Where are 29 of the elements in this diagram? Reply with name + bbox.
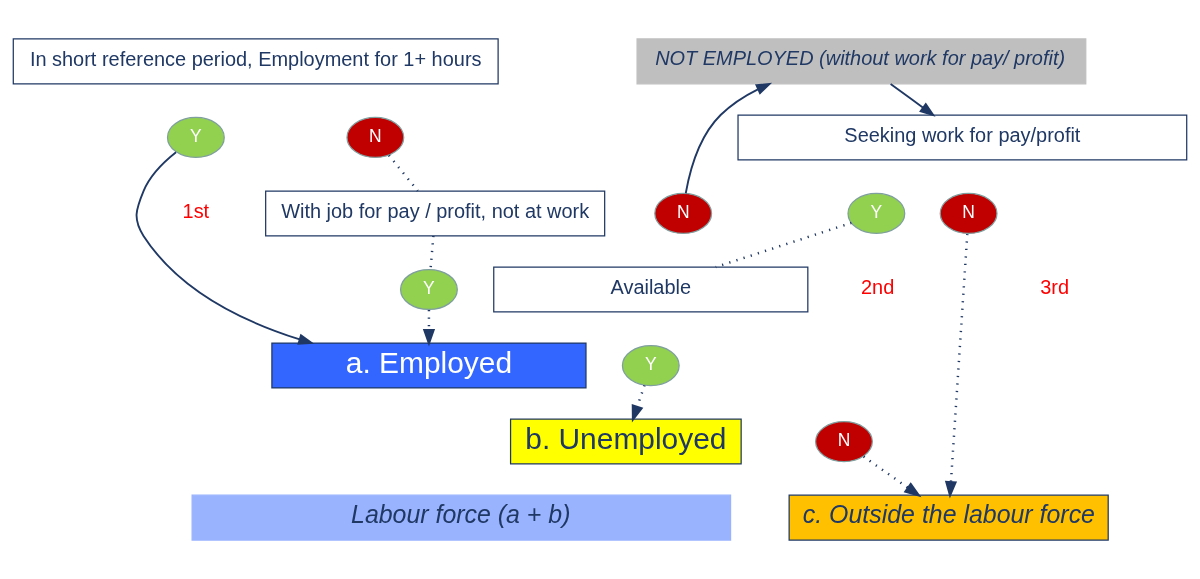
connector	[387, 154, 419, 192]
arrow	[944, 233, 969, 499]
node-box: b. Unemployed	[509, 418, 742, 465]
node-ellipse: Y	[399, 268, 458, 311]
node-box: NOT EMPLOYED (without work for pay/ profit)	[636, 38, 1087, 85]
node-box: In short reference period, Employment for 1+ hours	[12, 38, 499, 85]
node-ellipse: N	[346, 116, 405, 159]
label: 1st	[182, 200, 210, 223]
node-ellipse: N	[814, 420, 873, 463]
node-box: With job for pay / profit, not at work	[265, 190, 606, 237]
arrow	[422, 310, 436, 347]
label: 3rd	[1040, 276, 1070, 299]
node-box: Available	[493, 266, 809, 313]
node-box: a. Employed	[271, 342, 587, 389]
connector	[429, 235, 435, 269]
node-box: Labour force (a + b)	[191, 494, 732, 541]
arrow	[862, 455, 922, 498]
arrow	[135, 151, 315, 345]
label: 2nd	[860, 276, 895, 299]
node-ellipse: Y	[847, 192, 906, 235]
node-ellipse: N	[654, 192, 713, 235]
node-box: c. Outside the labour force	[788, 494, 1109, 541]
node-box: Seeking work for pay/profit	[737, 114, 1188, 161]
node-ellipse: N	[939, 192, 998, 235]
arrow	[631, 384, 646, 423]
node-ellipse: Y	[166, 116, 225, 159]
arrow	[684, 82, 773, 195]
node-ellipse: Y	[621, 344, 680, 387]
arrow	[889, 83, 936, 117]
